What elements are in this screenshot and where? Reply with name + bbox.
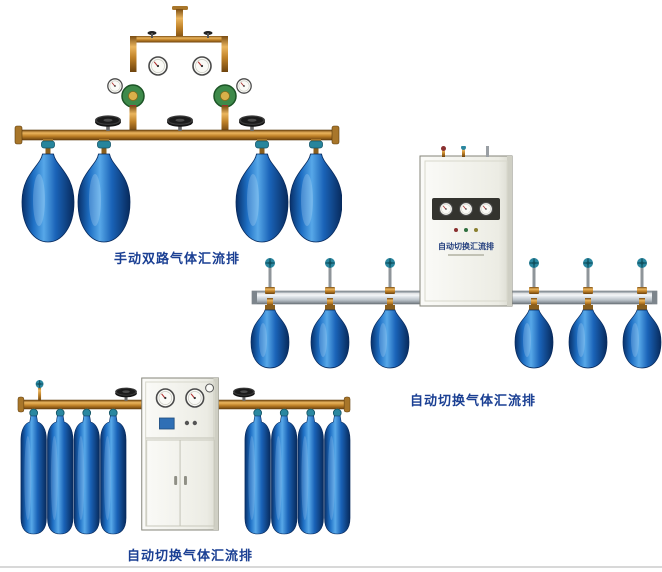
valve-handwheel <box>233 387 255 401</box>
pressure-gauge-icon <box>148 56 168 76</box>
pressure-gauge-icon <box>478 201 494 217</box>
indicator-light <box>474 228 478 232</box>
gas-cylinder <box>568 297 608 369</box>
pressure-gauge-icon <box>107 78 123 94</box>
pressure-gauge-icon <box>438 201 454 217</box>
product-photo-auto-switch-manifold-2 <box>16 376 352 544</box>
display-panel <box>159 417 175 430</box>
gas-cylinder <box>622 297 662 369</box>
manifold-top-assembly <box>130 6 228 72</box>
pressure-gauge-icon <box>192 56 212 76</box>
valve-handwheel <box>115 387 137 401</box>
top-valve-knob <box>461 146 466 150</box>
valve-knob-icon <box>636 257 648 269</box>
pressure-gauge-icon <box>205 383 214 393</box>
pressure-gauge-icon <box>236 78 252 94</box>
valve-handwheel <box>167 115 193 131</box>
cabinet-label: 自动切换汇流排 <box>438 241 494 251</box>
valve-knob-icon <box>528 257 540 269</box>
gas-cylinder <box>20 407 47 535</box>
valve-handwheel <box>239 115 265 131</box>
pressure-gauge-icon <box>155 388 175 408</box>
control-cabinet <box>141 377 219 531</box>
valve-knob-icon <box>35 379 44 389</box>
gas-cylinder <box>99 407 127 535</box>
gas-cylinder <box>370 297 410 369</box>
gas-cylinder <box>21 140 75 243</box>
panel-button <box>192 420 197 426</box>
rail-valve-stems <box>264 257 648 294</box>
panel-button <box>184 420 190 426</box>
pressure-regulators <box>107 56 252 132</box>
gas-cylinder <box>310 297 350 369</box>
valve-knob-icon <box>582 257 594 269</box>
door-handle <box>174 476 178 485</box>
gas-cylinder <box>46 407 74 535</box>
product-caption-auto-switch-right: 自动切换气体汇流排 <box>409 393 536 408</box>
top-valve-knob <box>441 146 446 151</box>
vent-pipe <box>486 146 489 157</box>
gas-cylinder <box>73 407 101 535</box>
valve-knob-icon <box>264 257 276 269</box>
indicator-light <box>464 228 468 232</box>
product-photo-manual-dual-manifold <box>12 6 342 246</box>
product-photo-auto-switch-manifold: 自动切换汇流排 <box>250 146 662 388</box>
indicator-light <box>454 228 458 232</box>
pressure-gauge-icon <box>185 388 205 408</box>
pressure-gauge-icon <box>458 201 474 217</box>
gas-cylinder <box>244 407 271 535</box>
page-bottom-divider <box>0 566 662 568</box>
gas-cylinder <box>77 140 131 243</box>
control-cabinet: 自动切换汇流排 <box>419 146 513 307</box>
door-handle <box>184 476 187 485</box>
manifold-main-pipe <box>14 125 340 145</box>
valve-knob-icon <box>384 257 396 269</box>
gas-cylinder <box>323 407 351 535</box>
product-caption-manual-dual: 手动双路气体汇流排 <box>113 251 240 266</box>
gas-cylinder <box>250 297 290 369</box>
valve-knob-icon <box>324 257 336 269</box>
gas-cylinder <box>297 407 325 535</box>
gas-cylinder <box>270 407 298 535</box>
valve-handwheel <box>95 115 121 131</box>
product-caption-auto-switch-bottom: 自动切换气体汇流排 <box>126 548 253 563</box>
gas-cylinder <box>514 297 554 369</box>
